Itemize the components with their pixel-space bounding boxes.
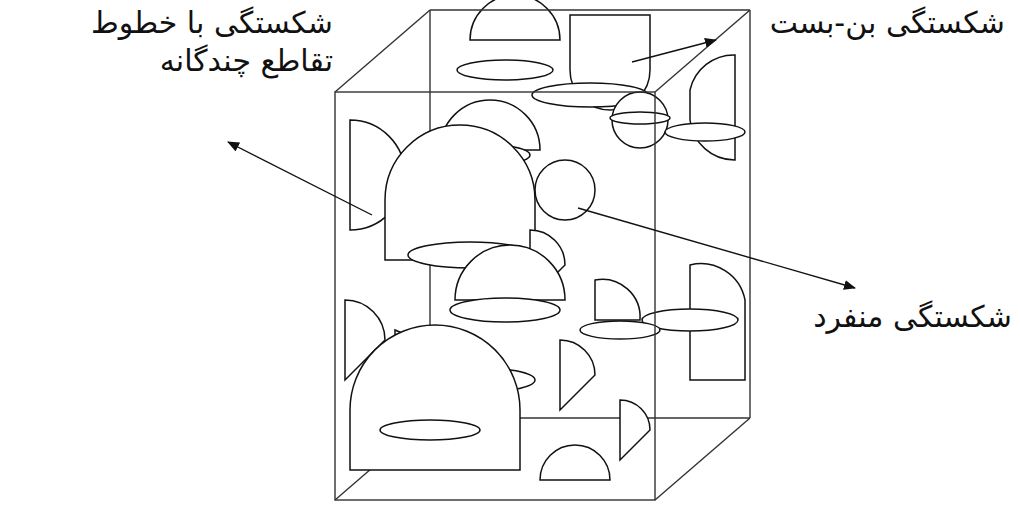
fracture-type-label: شکستگی با خطوط تقاطع چندگانه [13, 4, 333, 79]
leader-arrow [632, 40, 716, 62]
leader-arrow [228, 142, 372, 215]
cube-front-edges [335, 10, 750, 500]
leader-arrow [578, 208, 855, 288]
fracture-type-label: شکستگی منفرد [813, 298, 1012, 336]
cube-back-edges [335, 10, 750, 500]
fracture-type-label: شکستگی بن-بست [770, 4, 1005, 42]
fracture-disks [345, 0, 745, 480]
